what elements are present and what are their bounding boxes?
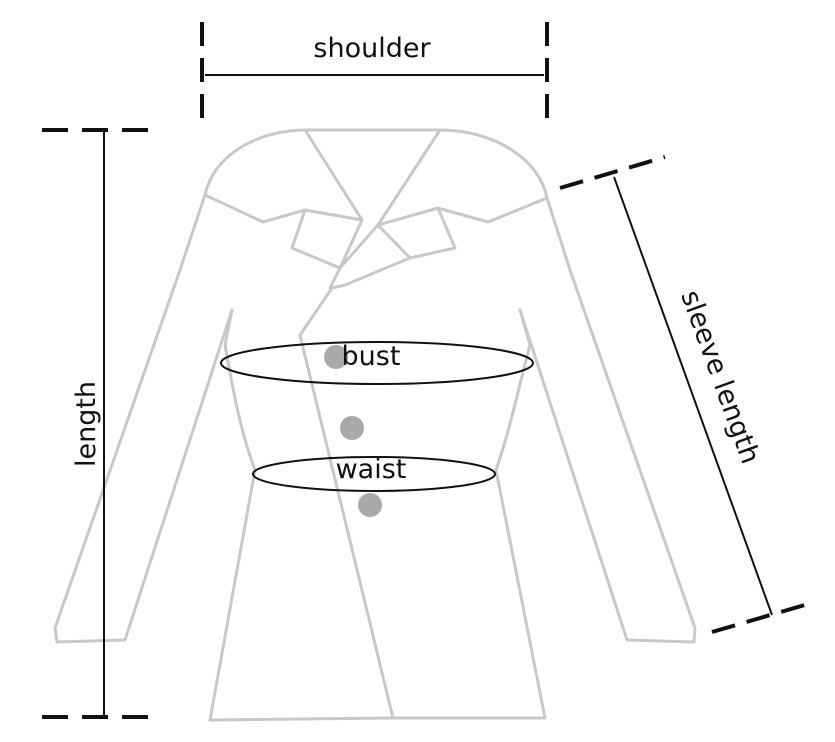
shoulder-measure	[200, 22, 549, 130]
sleeve-length-measure	[559, 155, 816, 634]
shoulder-label: shoulder	[313, 33, 431, 64]
waist-measure	[252, 456, 496, 492]
sleeve-length-label: sleeve length	[674, 286, 765, 468]
hem	[208, 716, 547, 722]
button-2	[340, 416, 364, 440]
length-label: length	[71, 381, 102, 467]
left-sleeve	[53, 193, 234, 644]
shoulder-arc	[203, 128, 549, 200]
measurements	[42, 22, 816, 719]
button-3	[358, 493, 382, 517]
right-collar	[376, 128, 549, 227]
button-1	[324, 345, 348, 369]
bust-measure	[220, 341, 534, 385]
left-collar	[203, 128, 364, 224]
right-body-side	[494, 308, 547, 720]
lapel-edge	[328, 223, 380, 290]
buttons	[324, 345, 382, 517]
left-body-side	[208, 308, 257, 722]
jacket-outline	[53, 128, 697, 722]
right-lapel	[376, 206, 457, 260]
length-measure	[42, 128, 160, 719]
waist-label: waist	[336, 454, 407, 485]
bust-label: bust	[342, 341, 401, 372]
right-sleeve	[518, 196, 697, 644]
front-opening	[298, 256, 412, 720]
left-lapel	[290, 208, 364, 270]
